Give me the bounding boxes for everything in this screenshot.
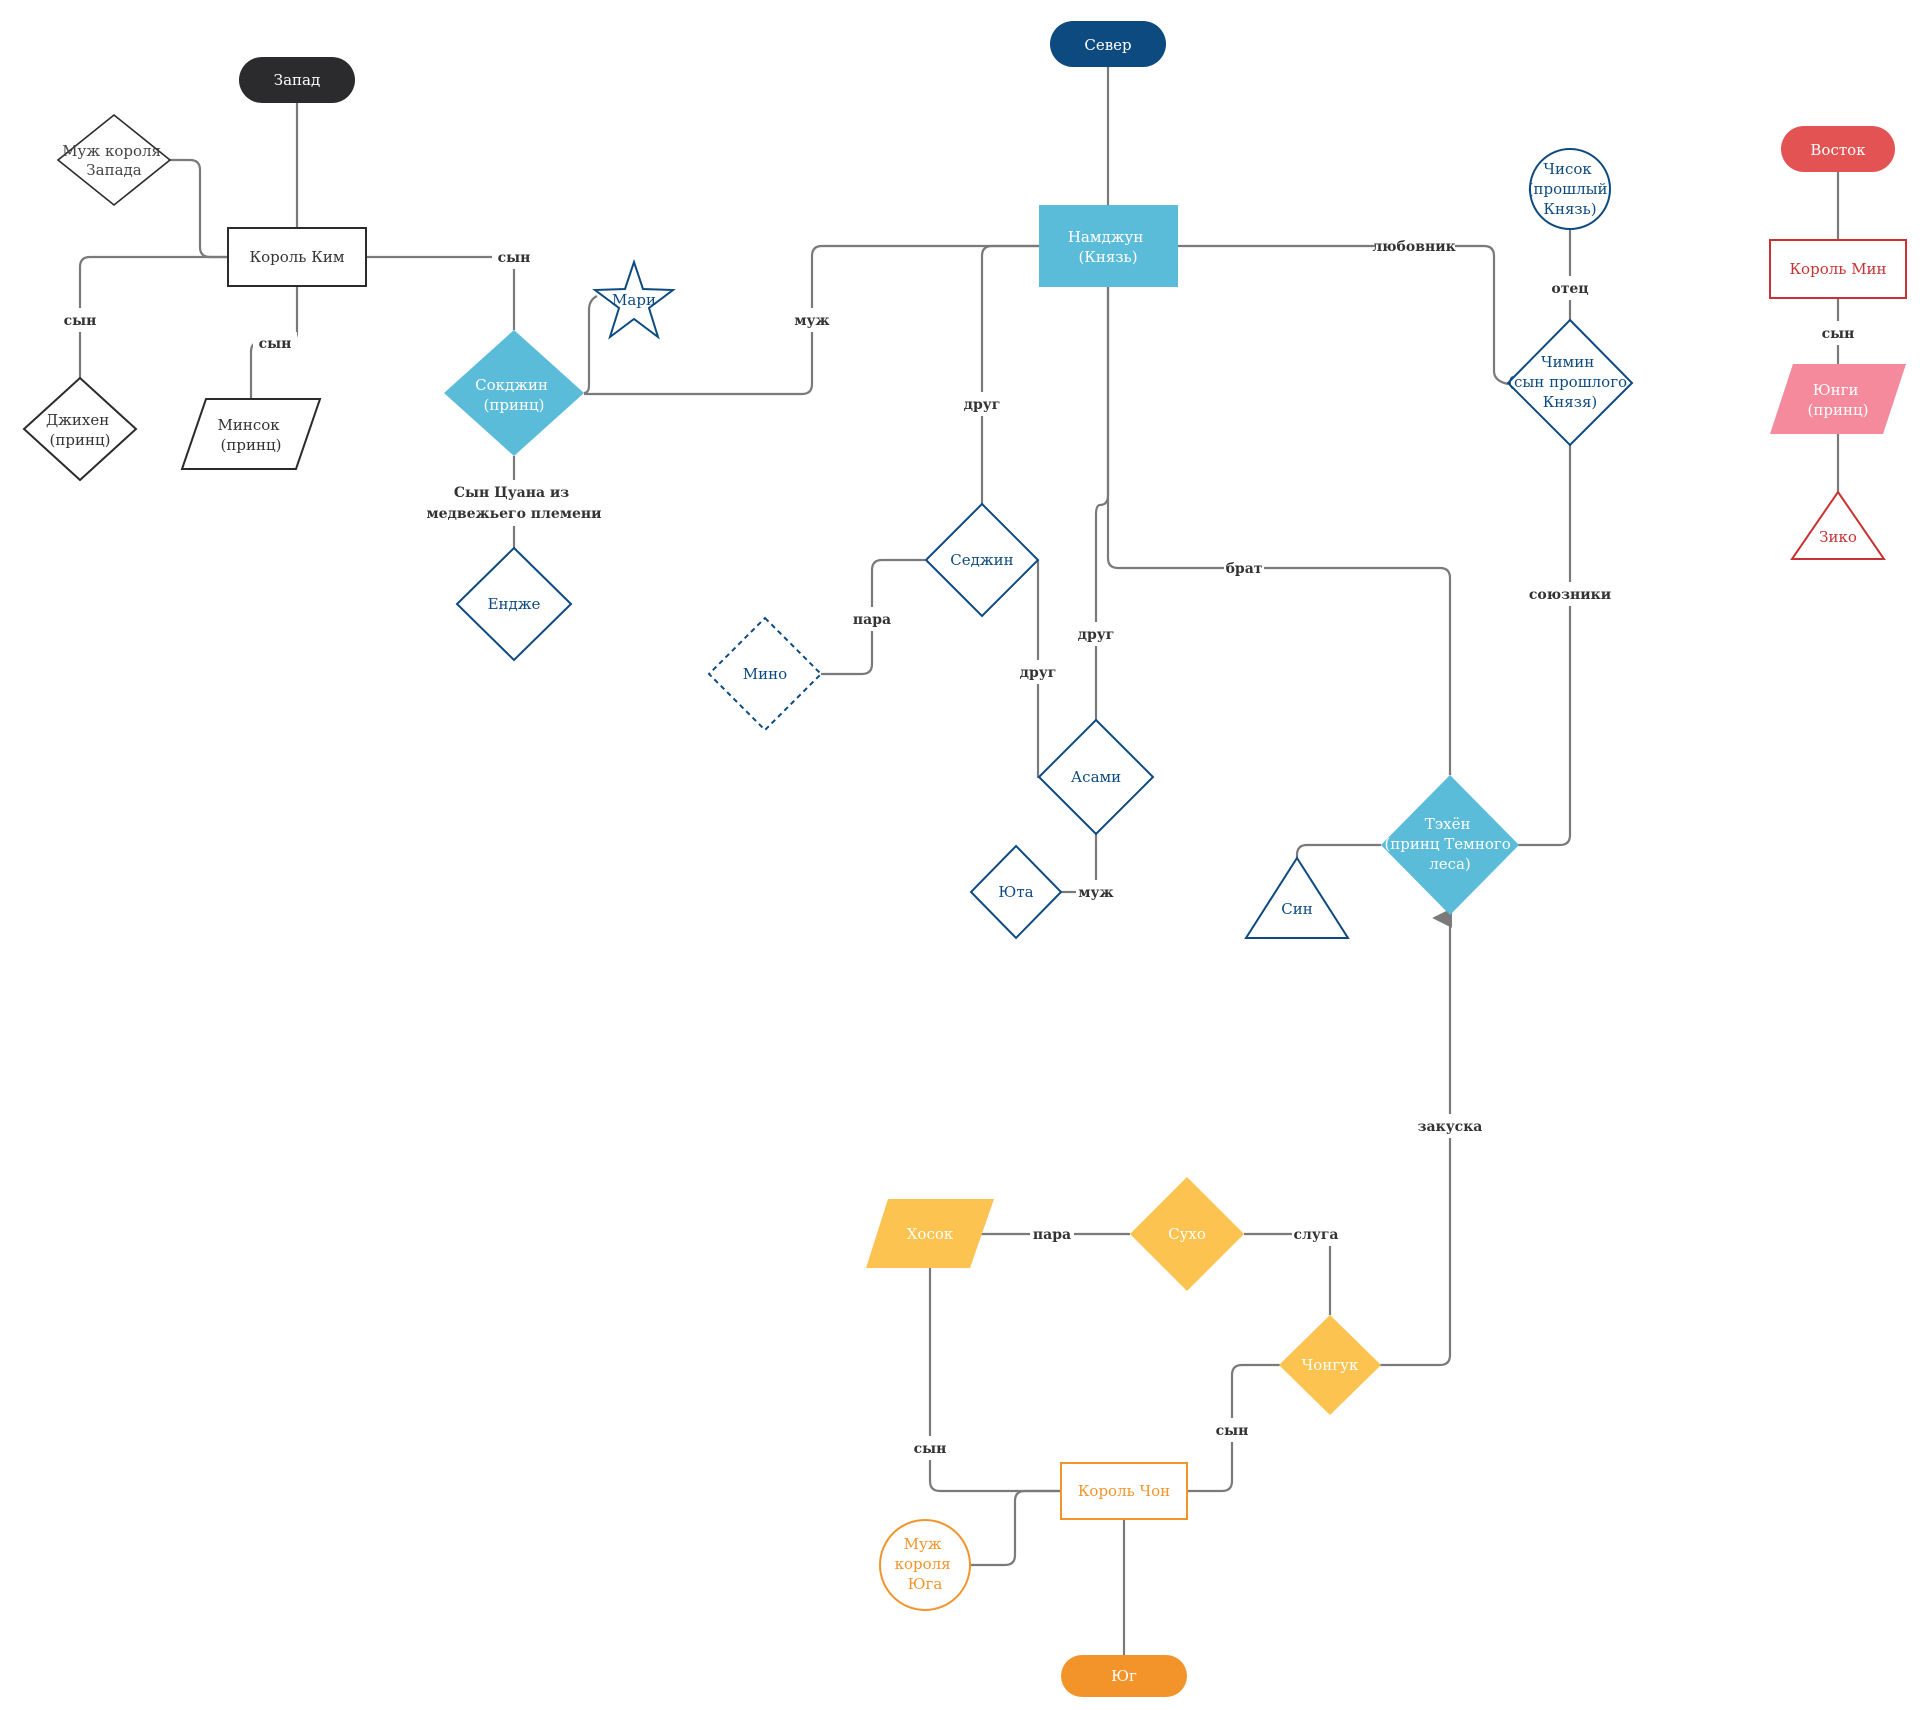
- label-namdzhun-chimin: любовник: [1372, 239, 1455, 255]
- label-sukho-chonguk: слуга: [1293, 1227, 1338, 1243]
- label-chimin-tekhen: союзники: [1529, 587, 1611, 603]
- node-namdzhun[interactable]: Намджун (Князь): [1039, 205, 1178, 287]
- edge-namdzhun-asami: [1094, 287, 1110, 720]
- label-kingmin-yungi: сын: [1822, 326, 1855, 342]
- node-chonguk-label: Чонгук: [1302, 1356, 1359, 1374]
- node-husband-west-label: Муж короля Запада: [62, 142, 166, 179]
- label-chonguk-tekhen: закуска: [1418, 1119, 1483, 1135]
- node-king-min-label: Король Мин: [1789, 260, 1886, 278]
- node-king-chon[interactable]: Король Чон: [1060, 1462, 1188, 1520]
- edge-namdzhun-sedzhin: [980, 244, 1039, 504]
- node-jihen[interactable]: Джихен (принц): [22, 376, 138, 482]
- node-ziko-label: Зико: [1819, 528, 1857, 546]
- label-namdzhun-asami: друг: [1078, 627, 1115, 643]
- edge-sokdzhin-mari: [583, 295, 598, 395]
- node-namdzhun-label: Намджун (Князь): [1068, 228, 1148, 266]
- edge-chimin-tekhen: [1518, 445, 1572, 847]
- node-west-label: Запад: [274, 71, 320, 89]
- label-chon-khosok: сын: [914, 1441, 947, 1457]
- node-east-label: Восток: [1810, 141, 1866, 159]
- edge-chonguk-tekhen: [1380, 908, 1452, 1367]
- node-king-kim-label: Король Ким: [249, 248, 344, 266]
- node-sedzhin-label: Седжин: [950, 551, 1013, 569]
- node-king-kim[interactable]: Король Ким: [227, 227, 367, 287]
- label-kim-minsok: сын: [259, 336, 292, 352]
- node-husband-south-label: Муж короля Юга: [895, 1535, 956, 1593]
- label-chon-chonguk: сын: [1216, 1423, 1249, 1439]
- edge-chon-khosok: [928, 1268, 1061, 1493]
- node-mino-label: Мино: [743, 665, 787, 683]
- node-minsok[interactable]: Минсок (принц): [180, 398, 322, 470]
- label-namdzhun-sedzhin: друг: [964, 397, 1001, 413]
- label-namdzhun-tekhen: брат: [1226, 561, 1263, 577]
- node-khosok-label: Хосок: [907, 1225, 954, 1243]
- node-sokdzhin[interactable]: Сокджин (принц): [444, 330, 584, 456]
- node-khosok[interactable]: Хосок: [866, 1199, 994, 1268]
- node-king-min[interactable]: Король Мин: [1769, 239, 1907, 299]
- edge-namdzhun-chimin: [1178, 244, 1509, 386]
- node-minsok-label: Минсок (принц): [218, 416, 285, 454]
- node-sin[interactable]: Син: [1244, 856, 1350, 939]
- node-jihen-label: Джихен (принц): [46, 411, 114, 449]
- label-kim-jihen: сын: [64, 313, 97, 329]
- node-asami[interactable]: Асами: [1037, 718, 1155, 836]
- node-asami-label: Асами: [1071, 768, 1121, 786]
- node-sokdzhin-label: Сокджин (принц): [475, 376, 553, 414]
- node-north-label: Север: [1084, 36, 1131, 54]
- node-west[interactable]: Запад: [239, 57, 355, 103]
- edge-kingkim-jihen: [78, 255, 228, 378]
- node-chonguk[interactable]: Чонгук: [1279, 1315, 1381, 1415]
- node-sedzhin[interactable]: Седжин: [924, 502, 1040, 618]
- connectors: [78, 66, 1840, 1655]
- edge-chon-husbandsouth: [970, 1489, 1061, 1567]
- label-asami-yuta: муж: [1078, 885, 1113, 901]
- node-sin-label: Син: [1281, 900, 1312, 918]
- label-kim-sokdzhin: сын: [498, 250, 531, 266]
- node-husband-south[interactable]: Муж короля Юга: [879, 1519, 971, 1611]
- node-chimin[interactable]: Чимин (сын прошлого Князя): [1506, 318, 1634, 447]
- edge-sukho-chonguk: [1244, 1232, 1332, 1315]
- nodes: Запад Муж короля Запада Король Ким Джихе…: [22, 21, 1907, 1697]
- edge-labels: сын сын сын Сын Цуана из медвежьего плем…: [58, 234, 1860, 1460]
- node-sukho[interactable]: Сухо: [1130, 1177, 1244, 1291]
- label-chisok-chimin: отец: [1551, 281, 1588, 297]
- label-khosok-sukho: пара: [1033, 1227, 1071, 1243]
- node-husband-west[interactable]: Муж короля Запада: [56, 113, 172, 207]
- edge-tekhen-sin: [1295, 843, 1381, 858]
- node-yuta-label: Юта: [998, 883, 1033, 901]
- node-mari[interactable]: Мари: [592, 258, 676, 340]
- node-ziko[interactable]: Зико: [1790, 490, 1886, 560]
- node-south-label: Юг: [1111, 1667, 1137, 1685]
- label-sedzhin-asami: друг: [1020, 665, 1057, 681]
- edge-namdzhun-tekhen: [1106, 287, 1452, 775]
- node-king-chon-label: Король Чон: [1078, 1482, 1170, 1500]
- node-yungi-label: Юнги (принц): [1808, 381, 1869, 419]
- edge-kingkim-sokdzhin: [366, 255, 516, 330]
- node-mino[interactable]: Мино: [707, 616, 823, 732]
- node-endzhe-label: Ендже: [488, 595, 541, 613]
- node-tekhen-label: Тэхён (принц Темного леса): [1384, 815, 1515, 873]
- node-chisok[interactable]: Чисок (прошлый Князь): [1528, 148, 1613, 230]
- node-sukho-label: Сухо: [1168, 1225, 1206, 1243]
- label-sokdzhin-endzhe: Сын Цуана из медвежьего племени: [426, 485, 601, 522]
- node-tekhen[interactable]: Тэхён (принц Темного леса): [1381, 775, 1519, 915]
- node-chisok-label: Чисок (прошлый Князь): [1528, 160, 1613, 218]
- node-mari-label: Мари: [612, 291, 656, 309]
- node-chimin-label: Чимин (сын прошлого Князя): [1508, 353, 1632, 411]
- node-endzhe[interactable]: Ендже: [455, 546, 573, 662]
- edge-husbandwest-kingkim: [170, 158, 228, 259]
- node-yuta[interactable]: Юта: [969, 844, 1063, 940]
- node-yungi[interactable]: Юнги (принц): [1770, 364, 1906, 434]
- node-south[interactable]: Юг: [1061, 1655, 1187, 1697]
- label-namdzhun-sokdzhin: муж: [794, 313, 829, 329]
- node-east[interactable]: Восток: [1781, 126, 1895, 172]
- label-sedzhin-mino: пара: [853, 612, 891, 628]
- node-north[interactable]: Север: [1050, 21, 1166, 67]
